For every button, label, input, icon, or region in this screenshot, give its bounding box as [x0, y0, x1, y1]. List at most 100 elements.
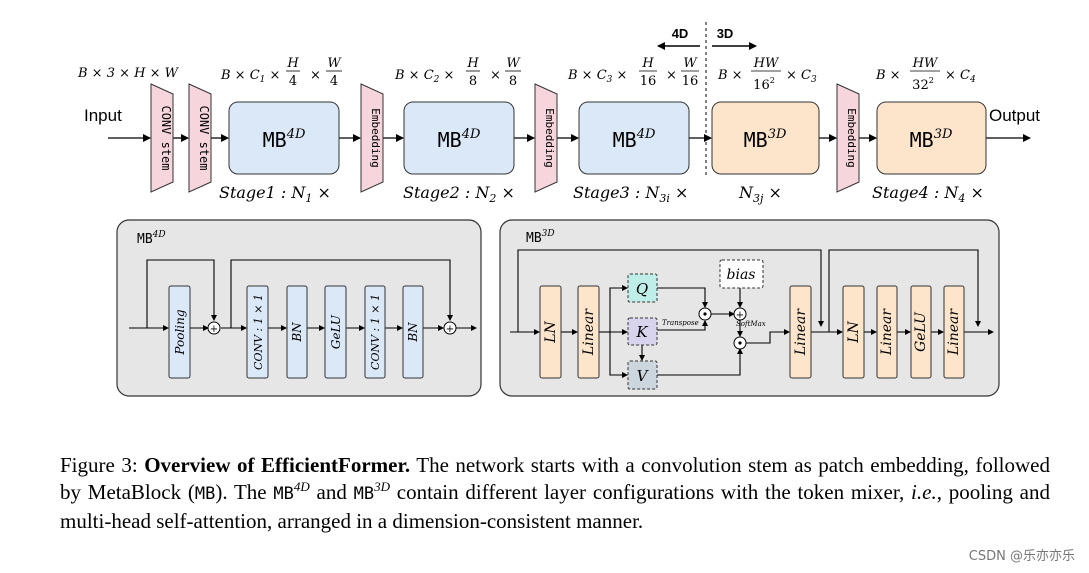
svg-text:8: 8	[509, 74, 517, 89]
svg-text:MB3D: MB3D	[744, 127, 787, 152]
conv-stem-2: CONV stem	[188, 83, 212, 193]
svg-text:+: +	[736, 310, 744, 321]
mb4d-block-stage2: MB4D	[403, 101, 515, 175]
conv-stem-1: CONV stem	[150, 83, 174, 193]
svg-text:V: V	[637, 367, 650, 385]
svg-text:BN: BN	[406, 322, 420, 343]
label-3d: 3D	[717, 26, 734, 41]
figure-caption: Figure 3: Overview of EfficientFormer. T…	[60, 452, 1050, 535]
transpose-label: Transpose	[662, 319, 699, 327]
mb4d-pooling-block: Pooling	[168, 285, 191, 379]
svg-text:162: 162	[753, 76, 775, 93]
svg-text:16: 16	[640, 74, 657, 89]
caption-mb3d: MB	[353, 484, 375, 504]
stage-label-3i: Stage3 : N3i ×	[573, 183, 688, 205]
svg-text:HW: HW	[912, 56, 939, 71]
dimension-divider: 4D 3D	[657, 22, 757, 175]
svg-text:8: 8	[469, 74, 477, 89]
formula-input: B × 3 × H × W	[77, 66, 180, 81]
dimension-formulas: B × 3 × H × W B × C1 × H 4 × W 4 B × C2 …	[77, 56, 976, 93]
mb4d-bn1-block: BN	[286, 285, 308, 379]
formula-stage2: B × C2 × H 8 × W 8	[394, 56, 521, 89]
svg-text:× C4: × C4	[945, 68, 976, 85]
caption-text-4: contain different layer configurations w…	[390, 480, 912, 504]
svg-text:B ×: B ×	[875, 68, 901, 83]
svg-text:B × C1 ×: B × C1 ×	[220, 68, 280, 85]
mb4d-conv1-block: CONV : 1 × 1	[246, 285, 269, 379]
conv-stem-1-label: CONV stem	[159, 105, 173, 170]
svg-text:MB4D: MB4D	[438, 127, 481, 152]
mb3d-bias-block: bias	[719, 259, 764, 289]
svg-text:×: ×	[666, 68, 677, 83]
stage-label-4: Stage4 : N4 ×	[872, 183, 984, 205]
svg-text:4: 4	[330, 74, 338, 89]
svg-text:B ×: B ×	[717, 68, 743, 83]
svg-text:Linear: Linear	[946, 308, 962, 356]
svg-text:H: H	[466, 56, 479, 71]
mb4d-block-stage1: MB4D	[228, 101, 340, 175]
mb3d-panel: MB3D	[499, 219, 1000, 397]
embedding-3: Embedding	[836, 83, 860, 193]
svg-text:Linear: Linear	[879, 308, 895, 356]
svg-text:Pooling: Pooling	[173, 309, 187, 355]
formula-stage4: B × HW 322 × C4	[875, 56, 976, 93]
svg-text:GeLU: GeLU	[329, 314, 343, 349]
stage-label-2: Stage2 : N2 ×	[403, 183, 515, 205]
svg-text:+: +	[210, 324, 218, 335]
output-label: Output	[989, 106, 1040, 125]
caption-figure-number: Figure 3:	[60, 453, 145, 477]
conv-stem-2-label: CONV stem	[197, 105, 211, 170]
svg-text:Linear: Linear	[793, 308, 809, 356]
formula-stage3: B × C3 × H 16 × W 16	[567, 56, 699, 89]
svg-text:H: H	[641, 56, 654, 71]
svg-text:B × C2 ×: B × C2 ×	[394, 68, 454, 85]
caption-text-1: The network starts with a convolution st…	[60, 453, 1051, 504]
svg-text:BN: BN	[290, 322, 304, 343]
svg-text:CONV : 1 × 1: CONV : 1 × 1	[252, 294, 265, 370]
svg-text:MB4D: MB4D	[263, 127, 306, 152]
embedding-2-label: Embedding	[543, 108, 556, 168]
mb3d-ln1-block: LN	[539, 285, 562, 379]
caption-mb: MB	[194, 484, 216, 504]
stage-labels: Stage1 : N1 × Stage2 : N2 × Stage3 : N3i…	[219, 183, 984, 205]
mb4d-conv2-block: CONV : 1 × 1	[364, 285, 386, 379]
stage-label-3j: N3j ×	[738, 183, 782, 205]
mb3d-panel-title: MB3D	[526, 229, 555, 246]
svg-text:×: ×	[490, 68, 501, 83]
caption-title: Overview of EfficientFormer.	[144, 453, 411, 477]
svg-text:W: W	[506, 56, 521, 71]
mb4d-panel: MB4D + + Pooling CONV : 1 × 1	[116, 219, 482, 397]
embedding-1: Embedding	[360, 83, 384, 193]
caption-mb4d-sup: 4D	[293, 479, 310, 494]
mb4d-gelu-block: GeLU	[324, 285, 347, 379]
svg-text:322: 322	[912, 76, 934, 93]
caption-mb4d: MB	[273, 484, 294, 504]
label-4d: 4D	[672, 26, 689, 41]
watermark: CSDN @乐亦亦乐	[968, 549, 1075, 564]
formula-3d: B × HW 162 × C3	[717, 56, 817, 93]
mb3d-gelu-block: GeLU	[910, 285, 932, 379]
svg-text:bias: bias	[727, 267, 756, 283]
svg-text:Q: Q	[636, 280, 648, 298]
mb3d-block-stage4: MB3D	[876, 101, 987, 175]
mb3d-linear2-block: Linear	[789, 285, 812, 379]
mb3d-linear3-block: Linear	[876, 285, 898, 379]
svg-text:HW: HW	[753, 56, 780, 71]
mb3d-ln2-block: LN	[842, 285, 865, 379]
softmax-label: SoftMax	[736, 320, 766, 328]
formula-stage1: B × C1 × H 4 × W 4	[220, 56, 342, 89]
embedding-2: Embedding	[534, 83, 558, 193]
mb4d-block-stage3: MB4D	[578, 101, 690, 175]
input-label: Input	[84, 106, 122, 125]
mb3d-block-stage3: MB3D	[711, 101, 820, 175]
embedding-3-label: Embedding	[845, 108, 858, 168]
svg-text:GeLU: GeLU	[913, 311, 929, 352]
svg-text:Linear: Linear	[581, 308, 597, 356]
caption-mb3d-sup: 3D	[374, 479, 391, 494]
mb3d-linear4-block: Linear	[943, 285, 965, 379]
embedding-1-label: Embedding	[369, 108, 382, 168]
svg-text:MB4D: MB4D	[613, 127, 656, 152]
mb4d-panel-title: MB4D	[137, 230, 166, 247]
caption-text-2: ). The	[215, 480, 274, 504]
svg-text:W: W	[327, 56, 342, 71]
